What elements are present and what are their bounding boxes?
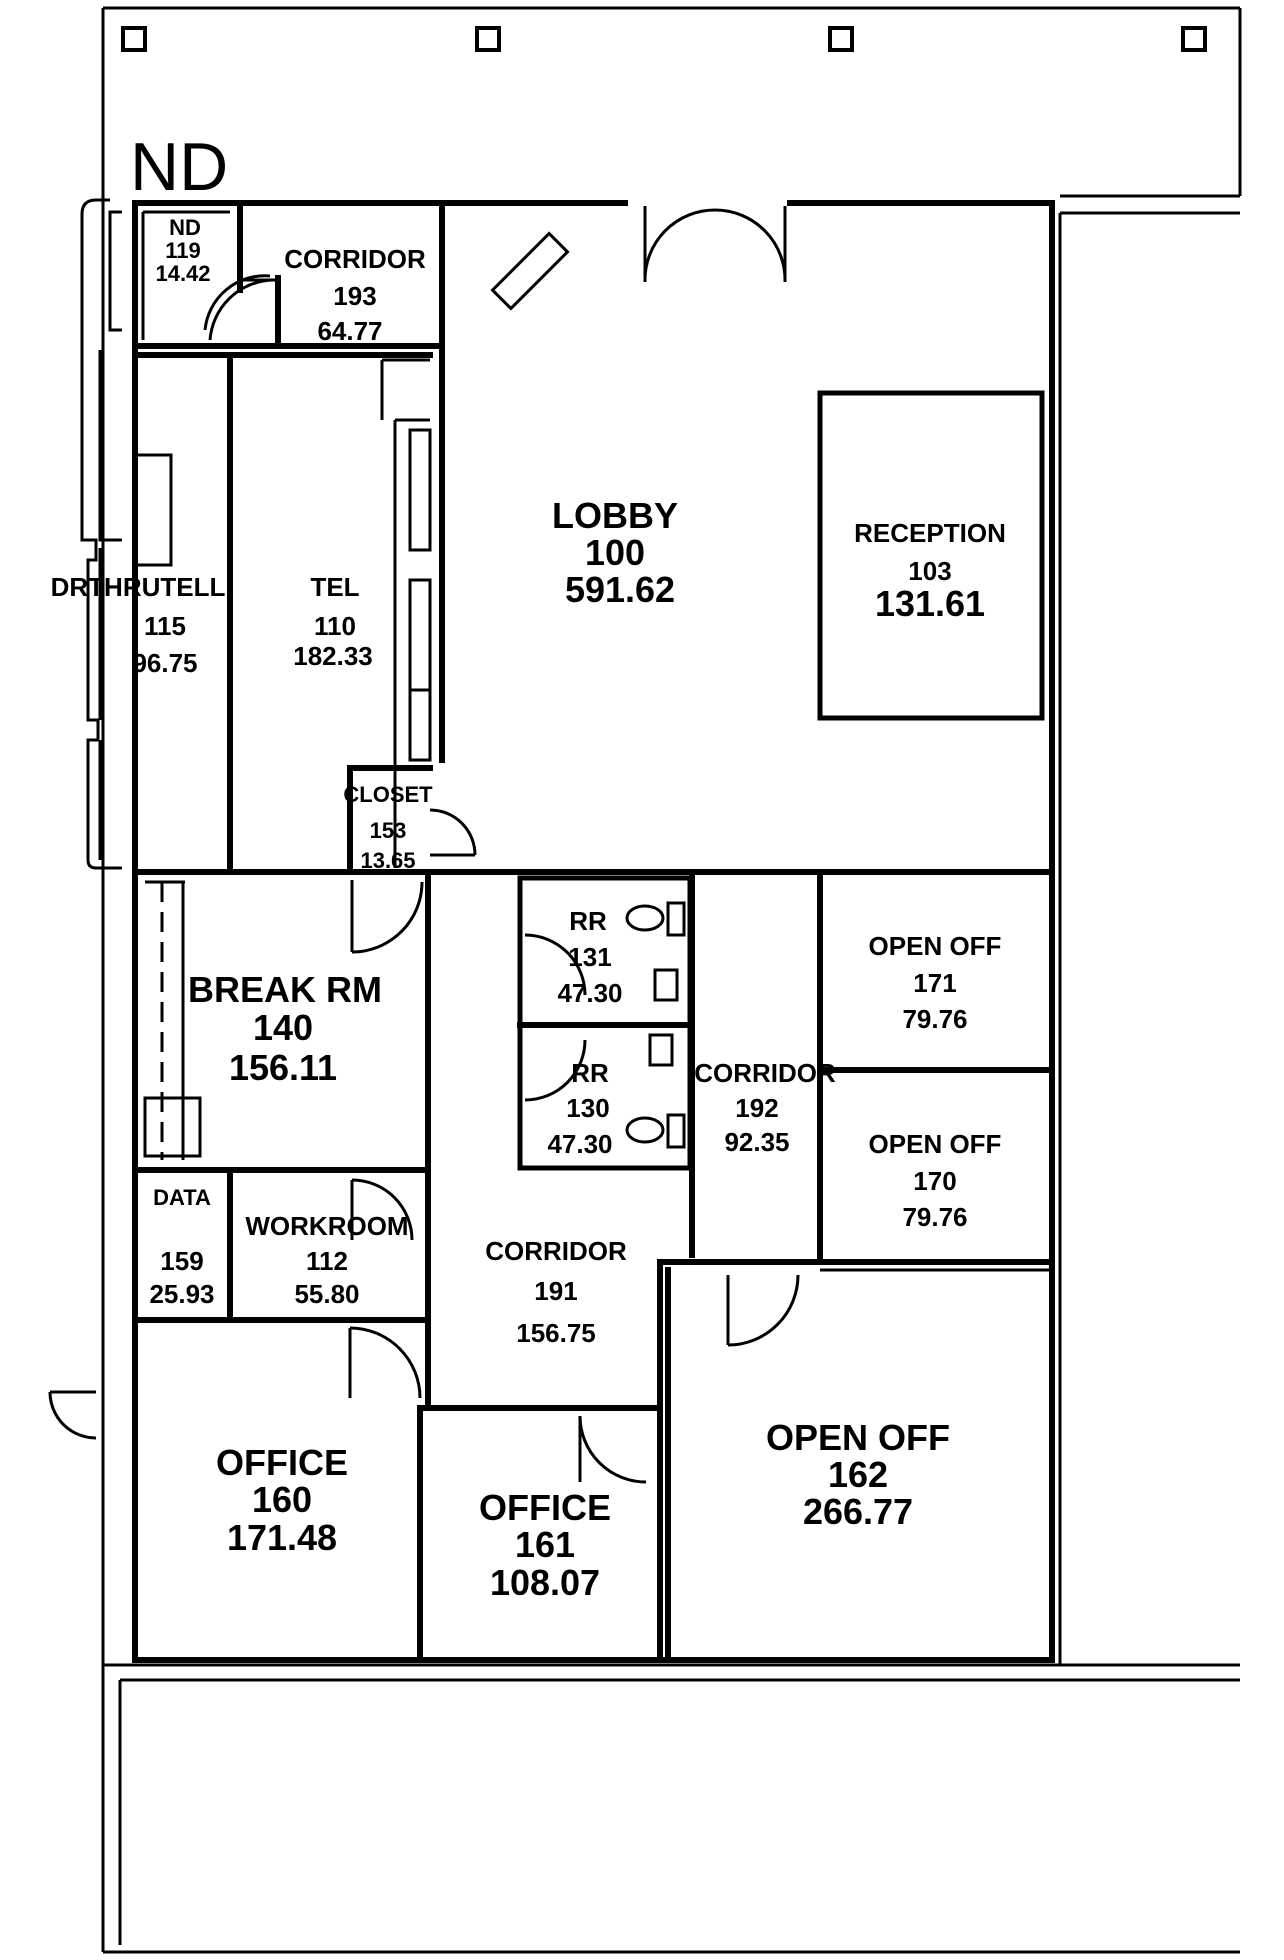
room-name: OPEN OFF	[869, 931, 1002, 961]
room-lobby100: LOBBY 100 591.62	[552, 495, 678, 610]
room-name: WORKROOM	[245, 1211, 408, 1241]
room-area: 156.11	[229, 1047, 337, 1088]
room-data159: DATA 159 25.93	[149, 1185, 214, 1309]
building-frame	[101, 6, 1242, 1954]
room-area: 47.30	[557, 978, 622, 1008]
column-markers	[121, 26, 1207, 52]
room-area: 266.77	[803, 1491, 913, 1532]
room-area: 47.30	[547, 1129, 612, 1159]
room-openoff162: OPEN OFF 162 266.77	[766, 1417, 950, 1532]
room-number: 162	[828, 1454, 888, 1495]
room-area: 79.76	[902, 1004, 967, 1034]
room-reception103: RECEPTION 103 131.61	[854, 518, 1006, 624]
room-rr131: RR 131 47.30	[557, 906, 622, 1008]
room-area: 156.75	[516, 1318, 596, 1348]
room-nd119: ND 119 14.42	[155, 215, 210, 286]
room-number: 171	[913, 968, 956, 998]
room-tel110: TEL 110 182.33	[293, 572, 373, 671]
room-area: 92.35	[724, 1127, 789, 1157]
room-number: 115	[144, 611, 186, 641]
room-number: 110	[314, 611, 356, 641]
room-closet153: CLOSET 153 13.65	[343, 782, 433, 873]
room-rr130: RR 130 47.30	[547, 1058, 612, 1159]
room-name: LOBBY	[552, 495, 678, 536]
room-name: TEL	[310, 572, 359, 602]
room-number: 119	[165, 238, 201, 263]
room-number: 100	[585, 532, 645, 573]
room-name: ND	[169, 215, 201, 240]
room-number: 130	[566, 1093, 609, 1123]
room-area: 108.07	[490, 1562, 600, 1603]
room-number: 192	[735, 1093, 778, 1123]
room-openoff170: OPEN OFF 170 79.76	[869, 1129, 1002, 1232]
room-name: CORRIDOR	[694, 1058, 836, 1088]
room-number: 140	[253, 1007, 313, 1048]
room-name: CORRIDOR	[284, 244, 426, 274]
room-area: 591.62	[565, 569, 675, 610]
room-number: 112	[306, 1246, 348, 1276]
room-number: 103	[908, 556, 951, 586]
room-area: 171.48	[227, 1517, 337, 1558]
room-workroom112: WORKROOM 112 55.80	[245, 1211, 408, 1309]
room-name: RECEPTION	[854, 518, 1006, 548]
room-number: 131	[568, 942, 611, 972]
room-area: 25.93	[149, 1279, 214, 1309]
room-area: 96.75	[132, 648, 197, 678]
room-number: 153	[370, 818, 407, 843]
room-area: 14.42	[155, 261, 210, 286]
room-number: 170	[913, 1166, 956, 1196]
room-name: CLOSET	[343, 782, 433, 807]
room-area: 131.61	[875, 583, 985, 624]
room-drthrutell115: DRTHRUTELL 115 96.75	[51, 572, 226, 678]
room-area: 13.65	[360, 848, 415, 873]
room-name: OFFICE	[216, 1442, 348, 1483]
room-number: 193	[333, 281, 376, 311]
room-corridor191: CORRIDOR 191 156.75	[485, 1236, 627, 1348]
room-corridor192: CORRIDOR 192 92.35	[694, 1058, 836, 1157]
room-area: 182.33	[293, 641, 373, 671]
room-number: 191	[534, 1276, 577, 1306]
room-name: RR	[571, 1058, 609, 1088]
room-name: OPEN OFF	[766, 1417, 950, 1458]
room-number: 160	[252, 1479, 312, 1520]
room-number: 159	[160, 1246, 203, 1276]
exterior-wall-profile	[80, 198, 122, 870]
room-office160: OFFICE 160 171.48	[216, 1442, 348, 1558]
exterior-wall-inner	[98, 210, 122, 860]
room-openoff171: OPEN OFF 171 79.76	[869, 931, 1002, 1034]
room-number: 161	[515, 1524, 575, 1565]
plan-title: ND	[130, 129, 228, 205]
walls	[132, 200, 1055, 1663]
room-area: 79.76	[902, 1202, 967, 1232]
room-breakrm140: BREAK RM 140 156.11	[188, 969, 382, 1088]
room-area: 55.80	[294, 1279, 359, 1309]
room-name: BREAK RM	[188, 969, 382, 1010]
room-name: RR	[569, 906, 607, 936]
room-office161: OFFICE 161 108.07	[479, 1487, 611, 1603]
room-name: DATA	[153, 1185, 211, 1210]
room-name: OPEN OFF	[869, 1129, 1002, 1159]
room-corridor193: CORRIDOR 193 64.77	[284, 244, 426, 346]
room-name: CORRIDOR	[485, 1236, 627, 1266]
room-name: OFFICE	[479, 1487, 611, 1528]
room-name: DRTHRUTELL	[51, 572, 226, 602]
room-area: 64.77	[317, 316, 382, 346]
wall-details	[133, 210, 1052, 1272]
doors	[48, 206, 800, 1484]
